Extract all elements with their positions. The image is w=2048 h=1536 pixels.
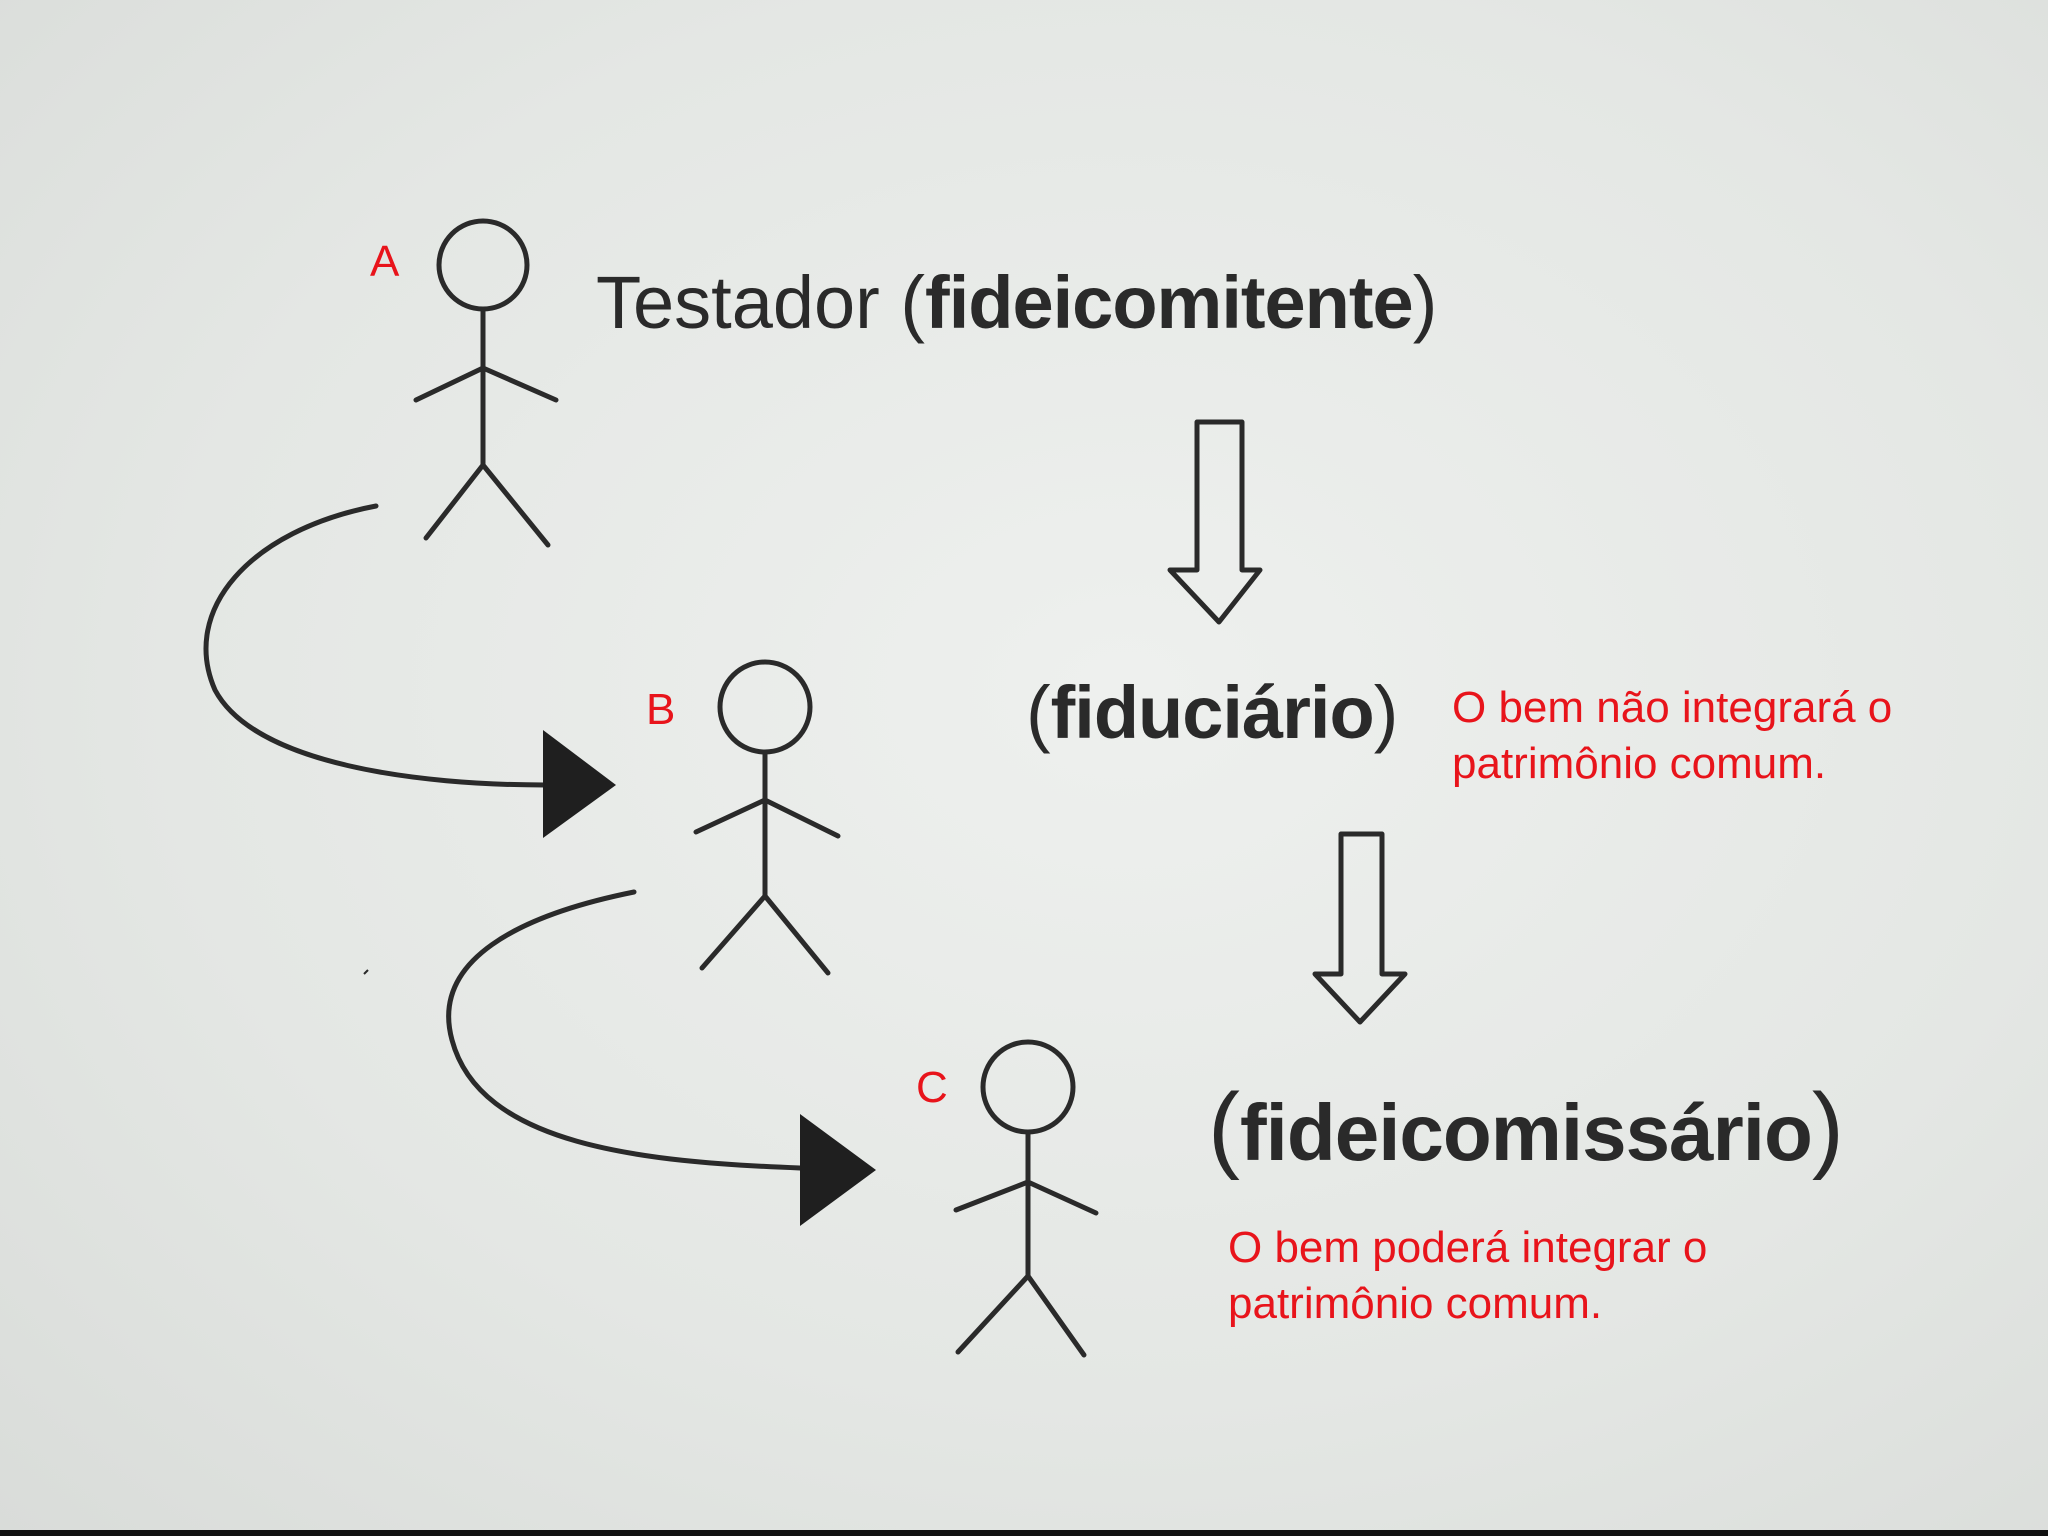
- fideicomissario-word: fideicomissário: [1239, 1088, 1813, 1177]
- person-label-b: B: [646, 685, 676, 734]
- title-fideicomissario: (fideicomissário): [1208, 1074, 1844, 1181]
- note-fideicomissario-line1: O bem poderá integrar o: [1228, 1223, 1708, 1272]
- note-fiduciario: O bem não integrará o patrimônio comum.: [1452, 680, 1892, 792]
- curved-arrow-a-to-b: [203, 503, 548, 788]
- note-fideicomissario-line2: patrimônio comum.: [1228, 1279, 1603, 1328]
- fideicomitente-word: fideicomitente: [925, 261, 1414, 344]
- ink-speck: [363, 969, 369, 975]
- stick-figure-c-icon: [953, 1039, 1099, 1358]
- title-fiduciario: (fiduciário): [1026, 671, 1399, 754]
- hollow-down-arrow-1-icon: [1167, 419, 1263, 625]
- note-fiduciario-line1: O bem não integrará o: [1452, 683, 1893, 732]
- title-testador: Testador (fideicomitente): [596, 261, 1438, 344]
- arrowhead-b-to-c-icon: [800, 1114, 876, 1226]
- curved-arrow-b-to-c: [446, 889, 803, 1171]
- note-fideicomissario: O bem poderá integrar o patrimônio comum…: [1228, 1220, 1707, 1332]
- stick-figure-b-icon: [693, 659, 841, 976]
- testador-word: Testador: [596, 261, 880, 344]
- note-fiduciario-line2: patrimônio comum.: [1452, 739, 1827, 788]
- bottom-edge: [0, 1530, 2048, 1536]
- hollow-down-arrow-2-icon: [1312, 831, 1408, 1025]
- stick-figure-a-icon: [413, 218, 559, 548]
- person-label-a: A: [370, 237, 400, 286]
- person-label-c: C: [916, 1063, 948, 1112]
- fiduciario-word: fiduciário: [1050, 671, 1375, 754]
- arrowhead-a-to-b-icon: [543, 730, 616, 838]
